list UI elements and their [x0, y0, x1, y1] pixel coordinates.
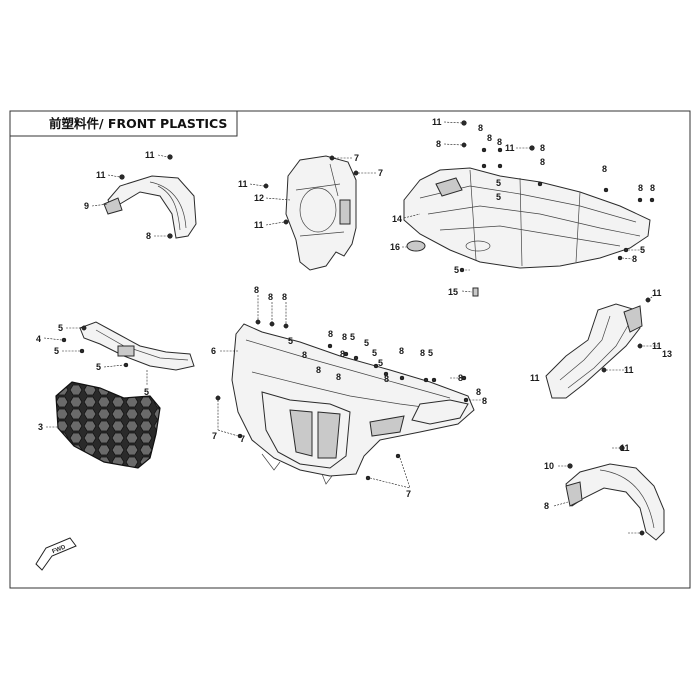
fastener-markers [61, 120, 655, 536]
part-12-dash-panel [285, 155, 357, 271]
callout-7: 7 [406, 489, 411, 499]
callout-11: 11 [254, 220, 264, 230]
callout-4: 5 [58, 323, 63, 333]
callout-7: 7 [354, 153, 359, 163]
drawing-frame [9, 110, 691, 589]
callout-15: 15 [448, 287, 458, 297]
callout-11: 11 [652, 341, 662, 351]
callout-8: 8 [638, 183, 643, 193]
callout-5: 5 [496, 192, 501, 202]
callout-5: 5 [144, 387, 149, 397]
callout-13: 11 [530, 373, 540, 383]
part-6-front-fascia [231, 323, 475, 485]
callout-8: 8 [476, 387, 481, 397]
callout-5: 5 [350, 332, 355, 342]
callout-11: 11 [620, 443, 630, 453]
callout-5: 5 [640, 245, 645, 255]
diagram-title: 前塑料件/ FRONT PLASTICS [49, 116, 227, 131]
part-4-grille-bracket [79, 321, 195, 371]
callout-6: 6 [211, 346, 216, 356]
callout-8: 8 [316, 365, 321, 375]
callout-11: 11 [238, 179, 248, 189]
callout-11: 13 [662, 349, 672, 359]
callout-8: 8 [602, 164, 607, 174]
leader-lines [43, 121, 658, 534]
callout-8: 5 [288, 336, 293, 346]
callout-5: 5 [454, 265, 459, 275]
part-10-fender-liner-lower [565, 463, 665, 541]
callout-8: 8 [650, 183, 655, 193]
callout-8: 8 [478, 123, 483, 133]
callout-8: 8 [540, 157, 545, 167]
callout-8: 8 [336, 372, 341, 382]
fwd-arrow-icon: FWD [35, 537, 77, 571]
callout-9: 9 [84, 201, 89, 211]
callout-12: 12 [254, 193, 264, 203]
part-13-fender-liner-right [545, 303, 643, 399]
callout-11: 11 [96, 170, 106, 180]
callout-8: 8 [328, 329, 333, 339]
part-3-grille [55, 381, 161, 469]
title-block: 前塑料件/ FRONT PLASTICS [9, 110, 238, 137]
callout-8: 8 [342, 332, 347, 342]
part-15-clip [472, 287, 479, 297]
callout-16: 16 [390, 242, 400, 252]
callout-10: 8 [544, 501, 549, 511]
part-14-front-rack [403, 167, 651, 269]
callout-8: 8 [384, 374, 389, 384]
callout-8: 8 [282, 292, 287, 302]
callout-8: 8 [540, 143, 545, 153]
callout-5: 5 [378, 358, 383, 368]
callout-7: 7 [240, 434, 245, 444]
callout-8: 8 [497, 137, 502, 147]
callout-8: 8 [268, 292, 273, 302]
callout-7: 7 [212, 431, 217, 441]
callout-labels: 11 11 9 8 11 12 11 7 7 11 8 8 8 11 8 8 8… [36, 117, 672, 511]
part-9-fender-liner [103, 175, 197, 239]
callout-3: 3 [38, 422, 43, 432]
callout-5: 5 [496, 178, 501, 188]
callout-11: 11 [432, 117, 442, 127]
callout-11: 10 [544, 461, 554, 471]
callout-5: 5 [96, 362, 101, 372]
callout-8: 8 [254, 285, 259, 295]
callout-8: 8 [420, 348, 425, 358]
callout-8: 8 [302, 350, 307, 360]
callout-8: 8 [487, 133, 492, 143]
callout-5: 4 [36, 334, 41, 344]
callout-5: 5 [428, 348, 433, 358]
part-16-cap [406, 240, 426, 252]
callout-7: 7 [378, 168, 383, 178]
callout-8: 8 [399, 346, 404, 356]
callout-5: 5 [54, 346, 59, 356]
callout-11: 11 [505, 143, 515, 153]
callout-11: 11 [624, 365, 634, 375]
callout-5: 5 [364, 338, 369, 348]
callout-8: 8 [632, 254, 637, 264]
callout-8: 8 [458, 373, 463, 383]
callout-8: 8 [340, 349, 345, 359]
callout-8: 8 [436, 139, 441, 149]
callout-5: 5 [372, 348, 377, 358]
fwd-label: FWD [52, 544, 68, 555]
callout-14: 14 [392, 214, 402, 224]
callout-11: 11 [145, 150, 155, 160]
callout-8: 8 [146, 231, 151, 241]
callout-8: 8 [482, 396, 487, 406]
callout-7: 11 [652, 288, 662, 298]
